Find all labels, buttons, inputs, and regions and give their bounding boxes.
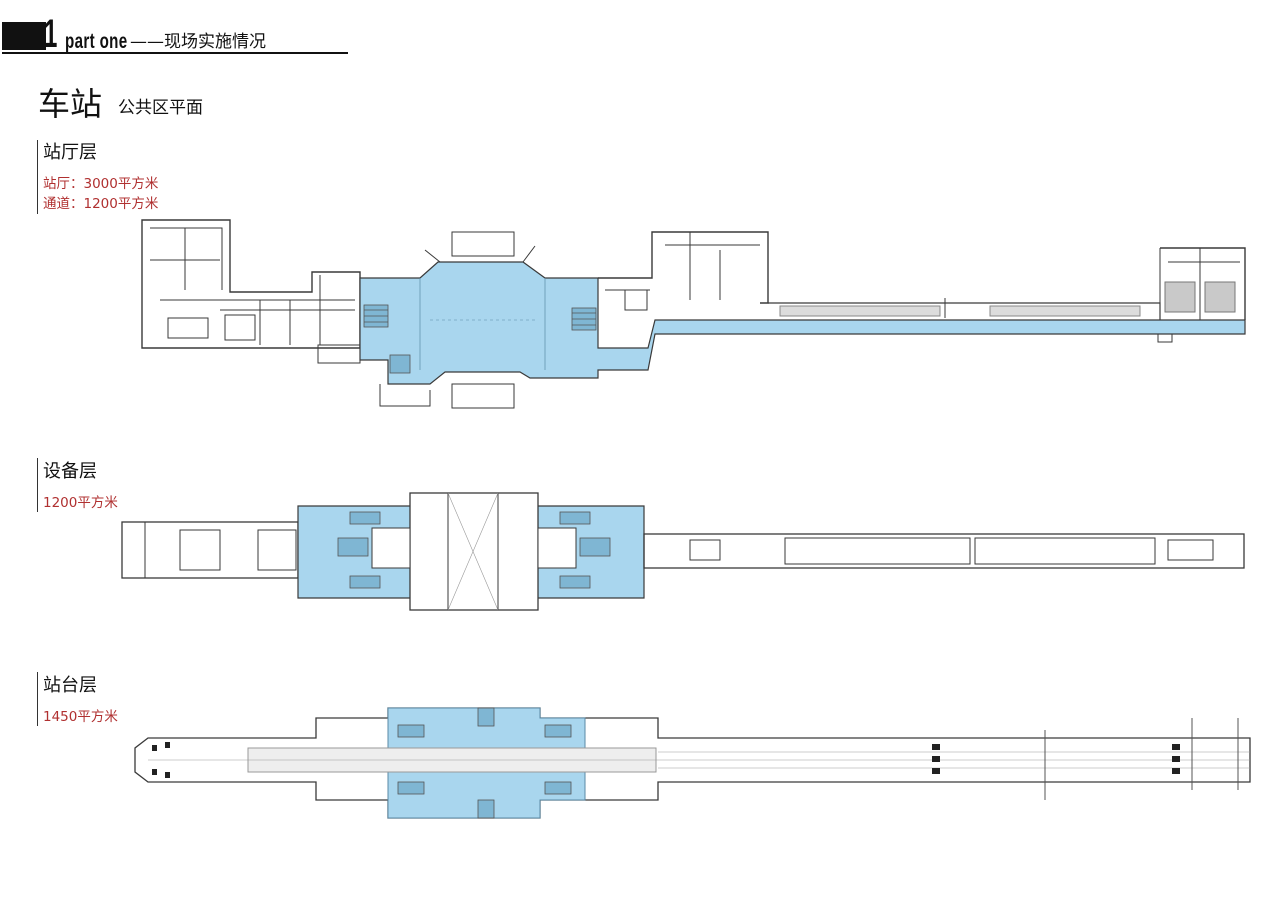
- header-part-label: part one: [65, 30, 128, 53]
- header-part-title: ——现场实施情况: [130, 32, 266, 52]
- section-1-title: 站厅层: [43, 142, 97, 163]
- section-1-note-2: 通道：1200平方米: [43, 196, 159, 212]
- concourse-plan: [141, 219, 1246, 409]
- section-3-title: 站台层: [43, 675, 97, 696]
- equipment-plan: [121, 492, 1245, 611]
- header-underline: [2, 52, 348, 54]
- page-title: 车站: [38, 85, 103, 123]
- section-2-title: 设备层: [43, 461, 97, 482]
- section-2-marker: [37, 458, 38, 512]
- section-3-marker: [37, 672, 38, 726]
- section-1-marker: [37, 140, 38, 214]
- section-3-note-1: 1450平方米: [43, 709, 118, 725]
- platform-plan: [134, 707, 1251, 819]
- page-subtitle: 公共区平面: [118, 98, 203, 118]
- header-bar: [2, 22, 46, 50]
- header-number: 1: [44, 12, 58, 56]
- section-1-note-1: 站厅：3000平方米: [43, 176, 159, 192]
- section-2-note-1: 1200平方米: [43, 495, 118, 511]
